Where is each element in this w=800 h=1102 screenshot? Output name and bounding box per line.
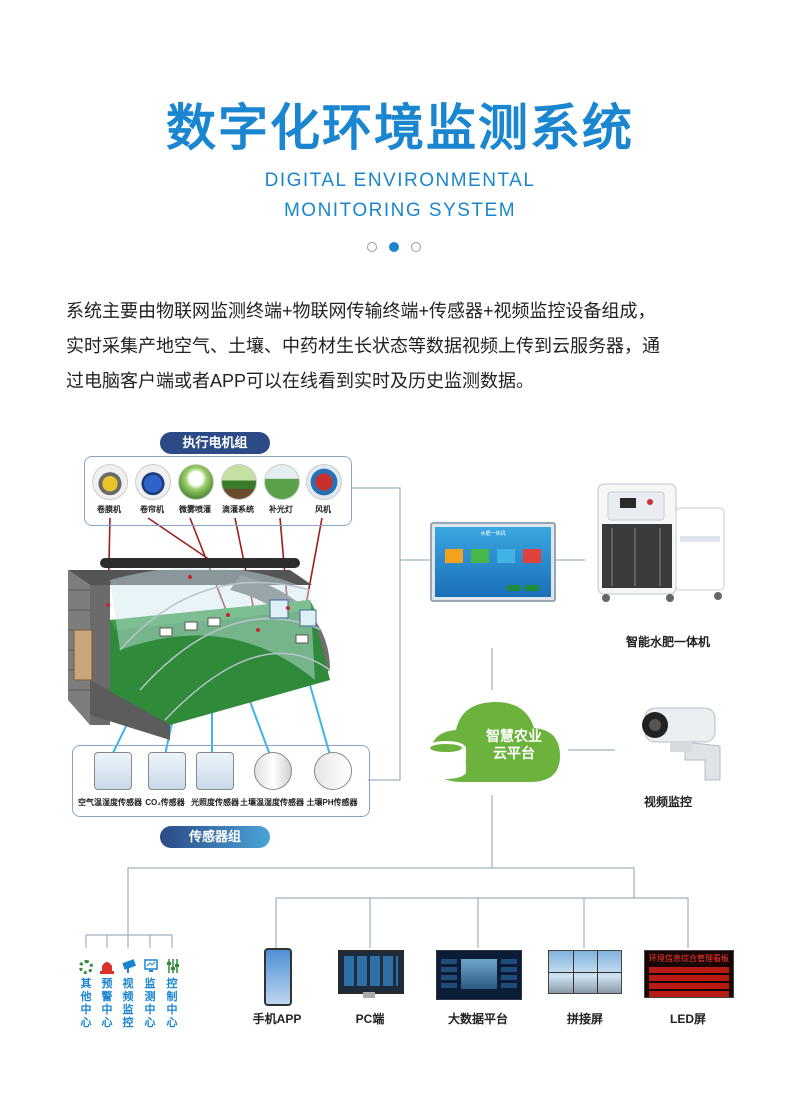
sensor-label-light: 光照度传感器 <box>191 798 239 807</box>
intro-line-2: 实时采集产地空气、土壤、中药材生长状态等数据视频上传到云服务器，通 <box>66 336 660 356</box>
screen-tile-2 <box>471 549 489 563</box>
pc-stand <box>363 992 375 998</box>
motor-item-grow-light: 补光灯 <box>264 464 300 515</box>
screen-title: 水肥一体机 <box>480 531 506 537</box>
ph-sensor-icon <box>314 752 352 790</box>
pager-dot-2-active[interactable] <box>389 242 399 252</box>
mist-spray-icon <box>178 464 214 500</box>
sensor-item-air-temp-humidity <box>88 752 132 790</box>
cloud-platform-label: 智慧农业 云平台 <box>466 728 562 762</box>
subtitle-line-1: DIGITAL ENVIRONMENTAL <box>264 170 536 191</box>
big-data-right-panel <box>501 959 517 989</box>
client-label-pc: PC端 <box>355 1012 385 1026</box>
pager-dot-1[interactable] <box>367 242 377 252</box>
sensor-label-air: 空气温湿度传感器 <box>78 798 142 807</box>
center-label-other[interactable]: 其他中心 <box>80 978 92 1029</box>
led-screen-text: 环境信息综合管理看板 <box>649 954 729 963</box>
led-screen-icon[interactable]: 环境信息综合管理看板 <box>644 950 734 998</box>
greenhouse-illustration <box>68 558 331 740</box>
client-label-spliced: 拼接屏 <box>566 1012 603 1026</box>
motor-group-box <box>84 456 352 526</box>
pc-screen-content <box>344 956 398 986</box>
alarm-icon[interactable] <box>100 958 114 974</box>
light-sensor-icon <box>196 752 234 790</box>
sensor-item-soil-temp-humidity <box>254 752 292 790</box>
monitor-icon[interactable] <box>144 959 158 973</box>
sensor-label-ph: 土壤PH传感器 <box>306 798 358 807</box>
sensor-item-co2 <box>148 752 186 790</box>
motor-item-film-roller: 卷膜机 <box>92 464 128 515</box>
big-data-screen-icon[interactable] <box>436 950 522 1000</box>
screen-tile-4 <box>523 549 541 563</box>
led-screen-rows <box>649 967 729 997</box>
co2-sensor-icon <box>148 752 186 790</box>
spliced-divider-3 <box>549 972 621 973</box>
subtitle-line-2: MONITORING SYSTEM <box>283 200 517 221</box>
sensor-item-light <box>196 752 234 790</box>
grow-light-icon <box>264 464 300 500</box>
screen-tile-3 <box>497 549 515 563</box>
client-label-led: LED屏 <box>669 1012 706 1026</box>
air-sensor-icon <box>94 752 132 790</box>
center-label-video[interactable]: 视频监控 <box>122 978 134 1029</box>
film-roller-icon <box>92 464 128 500</box>
motor-item-curtain-roller: 卷帘机 <box>135 464 171 515</box>
center-label-control[interactable]: 控制中心 <box>166 978 178 1029</box>
fan-icon <box>306 464 342 500</box>
sensor-group-title: 传感器组 <box>160 826 270 848</box>
sliders-icon[interactable] <box>166 959 180 973</box>
phone-app-icon[interactable] <box>264 948 292 1006</box>
sensor-label-co2: CO₂传感器 <box>145 798 185 807</box>
screen-button-1 <box>507 585 521 591</box>
soil-sensor-icon <box>254 752 292 790</box>
cloud-platform-icon <box>426 702 560 782</box>
pager-dot-3[interactable] <box>411 242 421 252</box>
cloud-label-line-2: 云平台 <box>493 745 535 761</box>
intro-line-3: 过电脑客户端或者APP可以在线看到实时及历史监测数据。 <box>66 371 535 391</box>
motor-item-mist-spray: 微雾喷灌 <box>178 464 214 515</box>
gear-icon[interactable] <box>79 960 93 974</box>
pager-dots <box>367 242 437 254</box>
center-label-monitor[interactable]: 监测中心 <box>144 978 156 1029</box>
motor-group-title: 执行电机组 <box>160 432 270 454</box>
pc-monitor-icon[interactable] <box>338 950 404 994</box>
screen-button-2 <box>525 585 539 591</box>
curtain-roller-icon <box>135 464 171 500</box>
client-label-big-data: 大数据平台 <box>447 1012 508 1026</box>
sensor-item-soil-ph <box>314 752 352 790</box>
camera-label: 视频监控 <box>643 795 692 809</box>
center-label-alarm[interactable]: 预警中心 <box>101 978 113 1029</box>
motor-item-fan: 风机 <box>306 464 342 515</box>
sensor-label-soil: 土壤温湿度传感器 <box>240 798 304 807</box>
big-data-center-view <box>461 959 497 989</box>
water-fertilizer-machine <box>597 483 725 602</box>
intro-line-1: 系统主要由物联网监测终端+物联网传输终端+传感器+视频监控设备组成， <box>66 301 656 321</box>
drip-irrigation-icon <box>221 464 257 500</box>
cloud-label-line-1: 智慧农业 <box>486 728 542 744</box>
screen-tile-1 <box>445 549 463 563</box>
screen-display: 水肥一体机 <box>435 527 551 597</box>
camera-icon <box>642 707 721 781</box>
client-label-phone-app: 手机APP <box>252 1012 302 1026</box>
camera-small-icon[interactable] <box>121 959 137 973</box>
page-title: 数字化环境监测系统 <box>166 100 634 156</box>
control-screen: 水肥一体机 <box>430 522 556 602</box>
spliced-screen-icon[interactable] <box>548 950 622 994</box>
motor-item-drip-irrigation: 滴灌系统 <box>221 464 257 515</box>
water-fertilizer-label: 智能水肥一体机 <box>625 635 710 649</box>
sensor-group-box <box>72 745 370 817</box>
intro-paragraph: 系统主要由物联网监测终端+物联网传输终端+传感器+视频监控设备组成， 实时采集产… <box>66 294 746 399</box>
big-data-left-panel <box>441 959 457 989</box>
